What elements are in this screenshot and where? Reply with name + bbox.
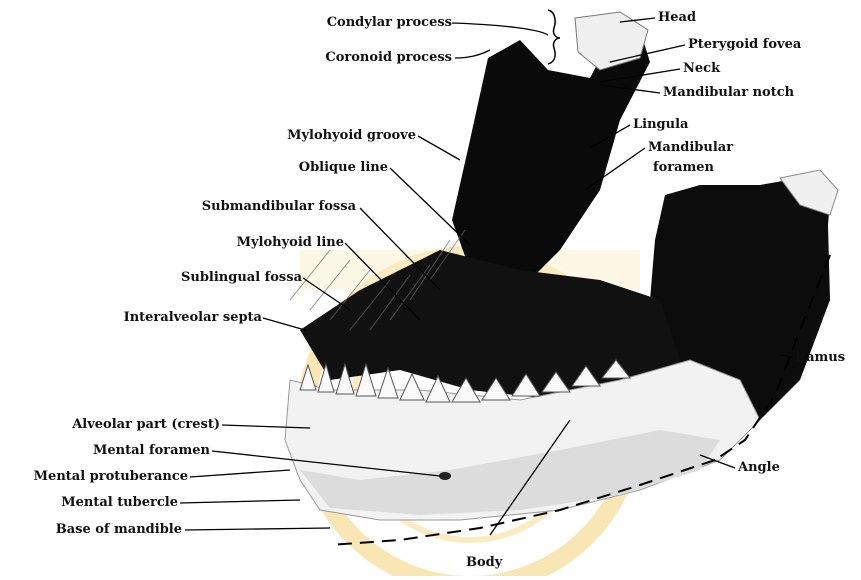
label-body: Body	[466, 555, 502, 570]
label-lingula: Lingula	[633, 117, 688, 132]
label-interalveolar-septa: Interalveolar septa	[70, 310, 262, 325]
label-mandibular: Mandibular	[648, 140, 733, 155]
label-foramen: foramen	[653, 160, 714, 175]
label-coronoid-process: Coronoid process	[272, 50, 452, 65]
label-alveolar-part: Alveolar part (crest)	[20, 417, 220, 432]
label-mental-foramen: Mental foramen	[20, 443, 210, 458]
label-oblique-line: Oblique line	[230, 160, 388, 175]
label-mental-protuberance: Mental protuberance	[2, 469, 188, 484]
label-pterygoid-fovea: Pterygoid fovea	[688, 37, 801, 52]
label-sublingual-fossa: Sublingual fossa	[130, 270, 302, 285]
label-head: Head	[658, 10, 696, 25]
label-mental-tubercle: Mental tubercle	[20, 495, 178, 510]
label-mylohyoid-line: Mylohyoid line	[180, 235, 344, 250]
label-neck: Neck	[683, 61, 720, 76]
label-mylohyoid-groove: Mylohyoid groove	[230, 128, 416, 143]
condylar-bracket	[548, 10, 560, 64]
label-base-of-mandible: Base of mandible	[12, 522, 182, 537]
label-angle: Angle	[738, 460, 780, 475]
label-ramus: Ramus	[795, 350, 845, 365]
label-mandibular-notch: Mandibular notch	[663, 85, 794, 100]
label-submandibular-fossa: Submandibular fossa	[150, 199, 356, 214]
label-condylar-process: Condylar process	[272, 15, 452, 30]
